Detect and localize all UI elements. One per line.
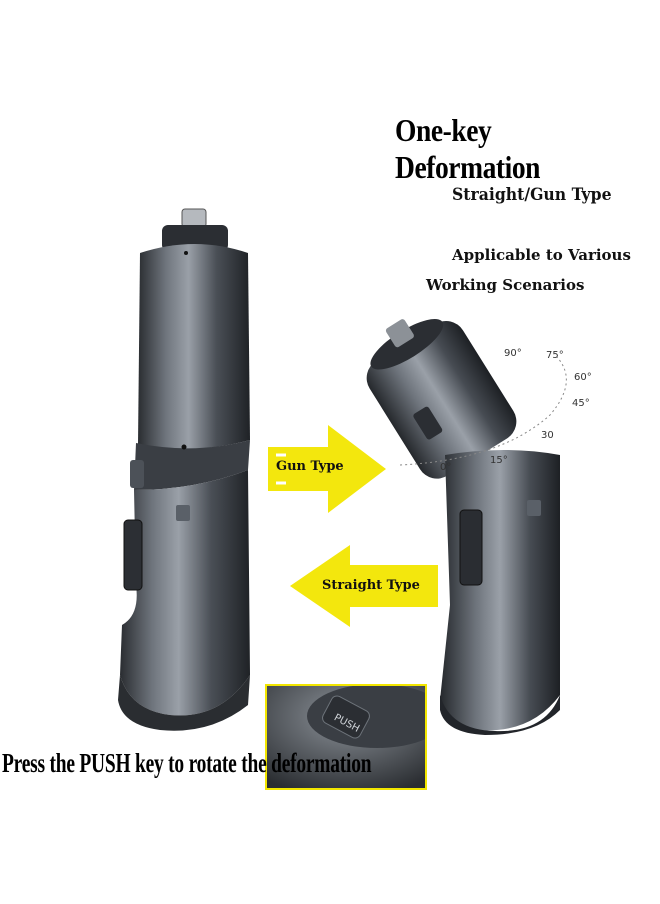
angle-mark-90: 90° (504, 348, 522, 359)
push-key-closeup-image (267, 686, 425, 788)
angle-arc (399, 354, 567, 466)
angle-mark-0: 0° (440, 462, 452, 473)
gun-screwdriver-image (366, 318, 560, 735)
gun-type-label: Gun Type (276, 459, 344, 474)
push-key-inset: PUSH (265, 684, 427, 790)
straight-screwdriver-image (118, 208, 250, 731)
angle-mark-15: 15° (490, 455, 508, 466)
angle-mark-60: 60° (574, 372, 592, 383)
page-title: One-key Deformation (395, 112, 541, 185)
angle-mark-45: 45° (572, 398, 590, 409)
subtitle: Straight/Gun Type (452, 185, 612, 205)
straight-type-arrow (290, 545, 438, 627)
gun-type-arrow (268, 425, 386, 513)
angle-mark-75: 75° (546, 350, 564, 361)
scenarios-line-1: Applicable to Various (452, 246, 631, 264)
angle-mark-30: 30 (541, 430, 554, 441)
straight-type-label: Straight Type (322, 578, 420, 593)
caption: Press the PUSH key to rotate the deforma… (2, 748, 372, 778)
scenarios-line-2: Working Scenarios (426, 276, 585, 294)
